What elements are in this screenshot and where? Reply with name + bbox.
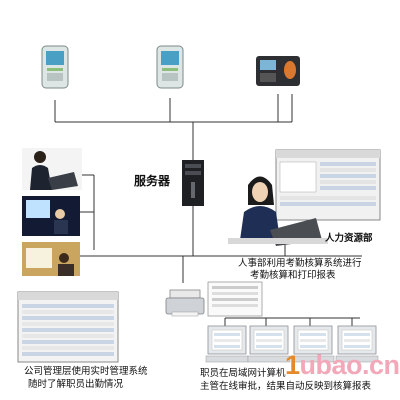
hr-staff-photo: [228, 176, 328, 246]
server-label: 服务器: [134, 174, 171, 188]
staff-desc-line1: 职员在局域网计算机: [200, 368, 286, 379]
watermark-text: ubao.cn: [299, 350, 400, 380]
fingerprint-terminal: [256, 56, 300, 86]
card-reader-1: [41, 45, 69, 89]
hr-desc-line2: 考勤核算和打印报表: [250, 270, 336, 281]
card-reader-2: [156, 45, 184, 89]
printer: [165, 289, 205, 317]
hr-screenshot-window: [275, 149, 381, 221]
hr-dept-label: 人力资源部: [325, 233, 373, 244]
watermark-digit: 1: [285, 350, 300, 380]
server-tower: [182, 160, 204, 206]
mgmt-desc-line1: 公司管理层使用实时管理系统: [24, 366, 148, 377]
computer-2: [247, 325, 291, 363]
computer-1: [205, 325, 249, 363]
photo-office: [22, 242, 80, 276]
watermark: 1ubao.cn: [285, 350, 400, 381]
printed-report: [207, 281, 263, 317]
hr-desc-line1: 人事部利用考勤核算系统进行: [238, 258, 362, 269]
mgmt-screenshot-window: [17, 291, 119, 363]
staff-desc-line2: 主管在线审批，结果自动反映到核算报表: [200, 381, 372, 392]
computer-4: [335, 325, 379, 363]
photo-meeting: [22, 196, 80, 236]
photo-manager-laptop: [22, 148, 82, 190]
computer-3: [291, 325, 335, 363]
mgmt-desc-line2: 随时了解职员出勤情况: [28, 379, 124, 390]
